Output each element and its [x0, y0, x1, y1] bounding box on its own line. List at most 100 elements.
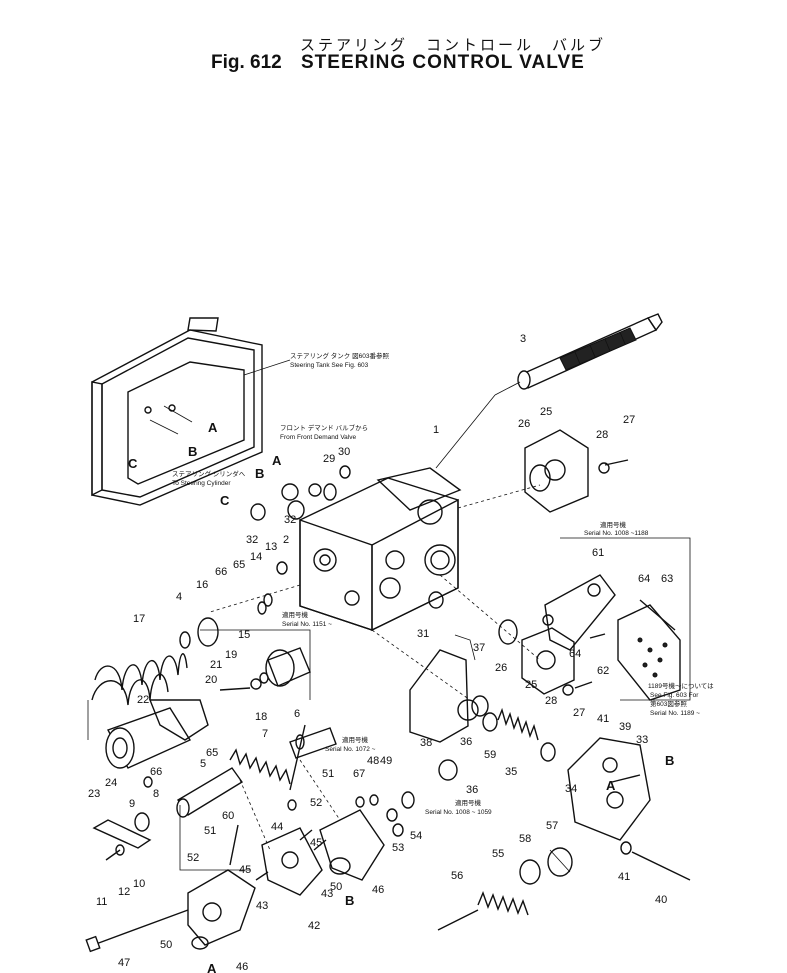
callout-54: 54 [410, 830, 422, 842]
svg-text:Serial No. 1151 ~: Serial No. 1151 ~ [282, 621, 332, 628]
steering-tank-drawing [91, 317, 291, 506]
callout-26a: 26 [518, 418, 530, 430]
svg-text:Serial No. 1189 ~: Serial No. 1189 ~ [650, 710, 700, 717]
callout-53: 53 [392, 842, 404, 854]
callout-63: 63 [661, 573, 673, 585]
figure-number: Fig. 612 [211, 52, 282, 73]
callout-5: 5 [200, 758, 206, 770]
callout-19: 19 [225, 649, 237, 661]
callout-36a: 36 [460, 736, 472, 748]
callout-66a: 66 [215, 566, 227, 578]
tube-6-drawing [289, 727, 337, 759]
callout-1: 1 [433, 424, 439, 436]
svg-text:適用号機: 適用号機 [600, 520, 627, 529]
callout-35: 35 [505, 766, 517, 778]
callout-16: 16 [196, 579, 208, 591]
svg-text:C: C [128, 456, 138, 471]
callout-56: 56 [451, 870, 463, 882]
flange-upper-drawing [524, 429, 589, 513]
svg-text:Serial No. 1072 ~: Serial No. 1072 ~ [325, 746, 376, 753]
svg-text:See Fig. 603 For: See Fig. 603 For [650, 692, 699, 699]
svg-text:適用号機: 適用号機 [282, 610, 309, 619]
spring-7-drawing [229, 748, 291, 785]
svg-text:ステアリング シリンダへ: ステアリング シリンダへ [172, 469, 246, 478]
long-bolt-47-drawing [85, 909, 189, 953]
callout-23: 23 [88, 788, 100, 800]
svg-text:1189号機～については: 1189号機～については [648, 681, 714, 690]
housing-42-drawing [261, 827, 323, 896]
callout-11: 11 [96, 896, 107, 908]
rings-and-washers [105, 459, 676, 881]
callout-39: 39 [619, 721, 631, 733]
callout-3: 3 [520, 333, 526, 345]
svg-text:Steering Tank See Fig. 603: Steering Tank See Fig. 603 [290, 362, 369, 369]
svg-text:Serial No. 1008 ~1188: Serial No. 1008 ~1188 [584, 530, 649, 537]
svg-text:A: A [272, 453, 282, 468]
svg-text:適用号機: 適用号機 [342, 735, 369, 744]
sleeve-18-drawing [265, 647, 311, 687]
svg-text:適用号機: 適用号機 [455, 798, 482, 807]
callout-64b: 64 [569, 648, 581, 660]
callout-66b: 66 [150, 766, 162, 778]
callout-20: 20 [205, 674, 217, 686]
callout-49: 49 [380, 755, 392, 767]
svg-text:B: B [665, 753, 674, 768]
plug-57-drawing [519, 847, 573, 885]
callout-50a: 50 [330, 881, 342, 893]
callout-46a: 46 [372, 884, 384, 896]
callout-36b: 36 [466, 784, 478, 796]
rod-56-drawing [437, 909, 479, 931]
callout-32b: 32 [246, 534, 258, 546]
callout-52b: 52 [187, 852, 199, 864]
spring-55-drawing [477, 891, 529, 916]
cover-38-drawing [409, 649, 489, 743]
callout-17: 17 [133, 613, 145, 625]
title-english: STEERING CONTROL VALVE [301, 52, 585, 73]
sleeve-22-drawing [105, 699, 209, 769]
callout-44: 44 [271, 821, 283, 833]
callout-58: 58 [519, 833, 531, 845]
callout-51b: 51 [204, 825, 216, 837]
callout-33: 33 [636, 734, 648, 746]
svg-text:ステアリング タンク 図603番参照: ステアリング タンク 図603番参照 [290, 351, 389, 360]
callout-62: 62 [597, 665, 609, 677]
bracket-drawing [544, 537, 691, 701]
callout-28b: 28 [545, 695, 557, 707]
notes: ステアリング タンク 図603番参照 Steering Tank See Fig… [172, 351, 714, 816]
callout-25b: 25 [525, 679, 537, 691]
svg-text:第603図参照: 第603図参照 [650, 699, 687, 708]
callout-60: 60 [222, 810, 234, 822]
callout-50b: 50 [160, 939, 172, 951]
callout-52a: 52 [310, 797, 322, 809]
callout-21: 21 [210, 659, 222, 671]
callout-41a: 41 [597, 713, 609, 725]
svg-text:A: A [208, 420, 218, 435]
svg-text:C: C [220, 493, 230, 508]
callout-24: 24 [105, 777, 117, 789]
callout-8: 8 [153, 788, 159, 800]
svg-text:A: A [207, 961, 217, 973]
callout-38: 38 [420, 737, 432, 749]
callout-59: 59 [484, 749, 496, 761]
callout-43a: 43 [256, 900, 268, 912]
callout-14: 14 [250, 551, 262, 563]
callout-10: 10 [133, 878, 145, 890]
callout-34: 34 [565, 783, 577, 795]
callout-67: 67 [353, 768, 365, 780]
svg-text:From Front Demand Valve: From Front Demand Valve [280, 434, 356, 441]
callout-13: 13 [265, 541, 277, 553]
callout-45b: 45 [310, 837, 322, 849]
housing-lower-a-drawing [187, 869, 256, 950]
callout-12: 12 [118, 886, 130, 898]
spring-35-drawing [497, 707, 539, 741]
callout-65a: 65 [233, 559, 245, 571]
callout-32a: 32 [284, 514, 296, 526]
callout-9: 9 [129, 798, 135, 810]
plate-12-drawing [92, 819, 152, 849]
callout-30: 30 [338, 446, 350, 458]
callout-40: 40 [655, 894, 667, 906]
callout-65b: 65 [206, 747, 218, 759]
callout-27a: 27 [623, 414, 635, 426]
callout-51a: 51 [322, 768, 334, 780]
